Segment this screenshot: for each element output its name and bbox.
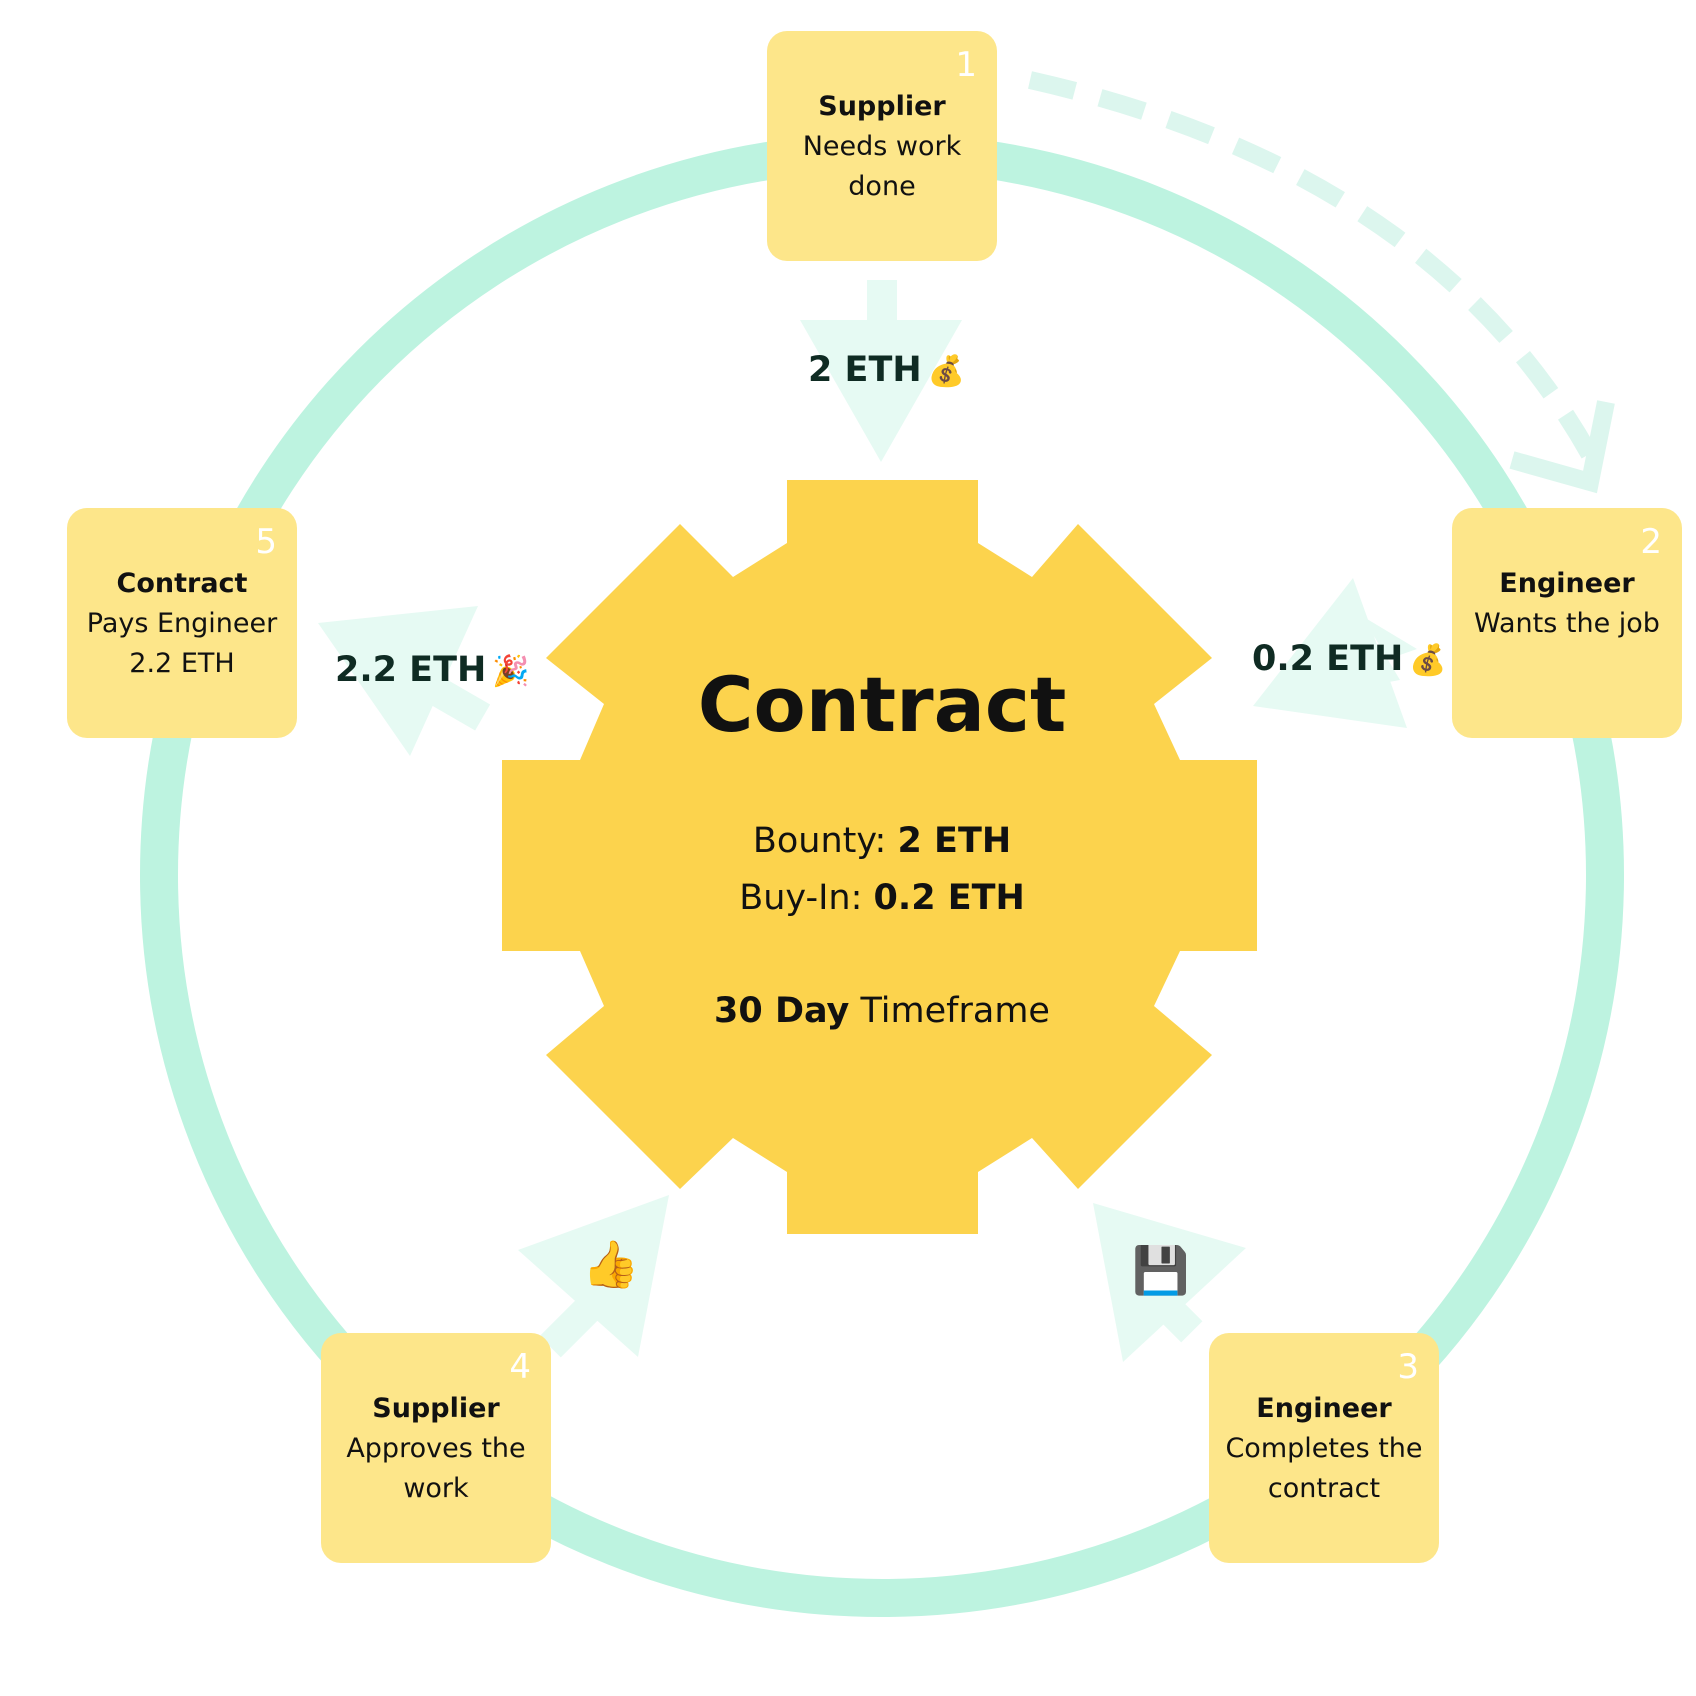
step-number: 2 [1640, 522, 1662, 562]
buyin-line: Buy-In: 0.2 ETH [502, 875, 1262, 921]
step-4-box: 4 Supplier Approves the work [321, 1333, 551, 1563]
supplier-deposit-label: 2 ETH💰 [808, 348, 965, 394]
step-5-box: 5 Contract Pays Engineer 2.2 ETH [67, 508, 297, 738]
step-actor: Contract [116, 568, 248, 599]
buyin-label: Buy-In: [739, 878, 863, 918]
bounty-label: Bounty: [752, 821, 887, 861]
flow-amount: 0.2 ETH [1252, 639, 1404, 679]
buyin-value: 0.2 ETH [873, 878, 1025, 918]
money-bag-icon: 💰 [1409, 643, 1447, 678]
step-3-box: 3 Engineer Completes the contract [1209, 1333, 1439, 1563]
gear-shape [502, 480, 1257, 1234]
bounty-line: Bounty: 2 ETH [502, 818, 1262, 864]
step-2-box: 2 Engineer Wants the job [1452, 508, 1682, 738]
step-number: 1 [955, 45, 977, 85]
step-number: 4 [509, 1347, 531, 1387]
arrow-engineer-to-contract [1253, 578, 1417, 728]
arrow-engineer-submit [1093, 1203, 1246, 1362]
step-description: Pays Engineer 2.2 ETH [86, 608, 278, 679]
flow-amount: 2.2 ETH [335, 650, 487, 690]
arrow-contract-payout [318, 606, 491, 756]
party-popper-icon: 🎉 [492, 654, 530, 689]
step-description: Approves the work [346, 1433, 526, 1504]
step-actor: Supplier [372, 1393, 500, 1424]
timeframe-line: 30 Day Timeframe [502, 988, 1262, 1034]
thumbs-up-icon: 👍 [582, 1237, 640, 1291]
dashed-flow-arrow [1028, 71, 1598, 460]
dashed-flow-arrowhead [1509, 400, 1615, 494]
step-number: 3 [1397, 1347, 1419, 1387]
arrow-supplier-approve [518, 1195, 669, 1358]
flow-amount: 2 ETH [808, 350, 922, 390]
step-1-box: 1 Supplier Needs work done [767, 31, 997, 261]
contract-title: Contract [697, 660, 1067, 749]
step-description: Wants the job [1474, 608, 1660, 639]
step-actor: Engineer [1256, 1393, 1392, 1424]
step-actor: Supplier [818, 91, 946, 122]
bounty-value: 2 ETH [897, 821, 1012, 861]
arrow-supplier-to-contract [800, 280, 962, 462]
step-number: 5 [255, 522, 277, 562]
step-actor: Engineer [1499, 568, 1635, 599]
step-description: Needs work done [802, 131, 962, 202]
contract-payout-label: 2.2 ETH🎉 [335, 648, 530, 694]
floppy-disk-icon: 💾 [1132, 1243, 1190, 1297]
step-description: Completes the contract [1225, 1433, 1423, 1504]
timeframe-value: 30 Day [714, 991, 850, 1031]
money-bag-icon: 💰 [927, 354, 965, 389]
engineer-buyin-label: 0.2 ETH💰 [1252, 637, 1447, 683]
timeframe-label: Timeframe [860, 991, 1050, 1031]
